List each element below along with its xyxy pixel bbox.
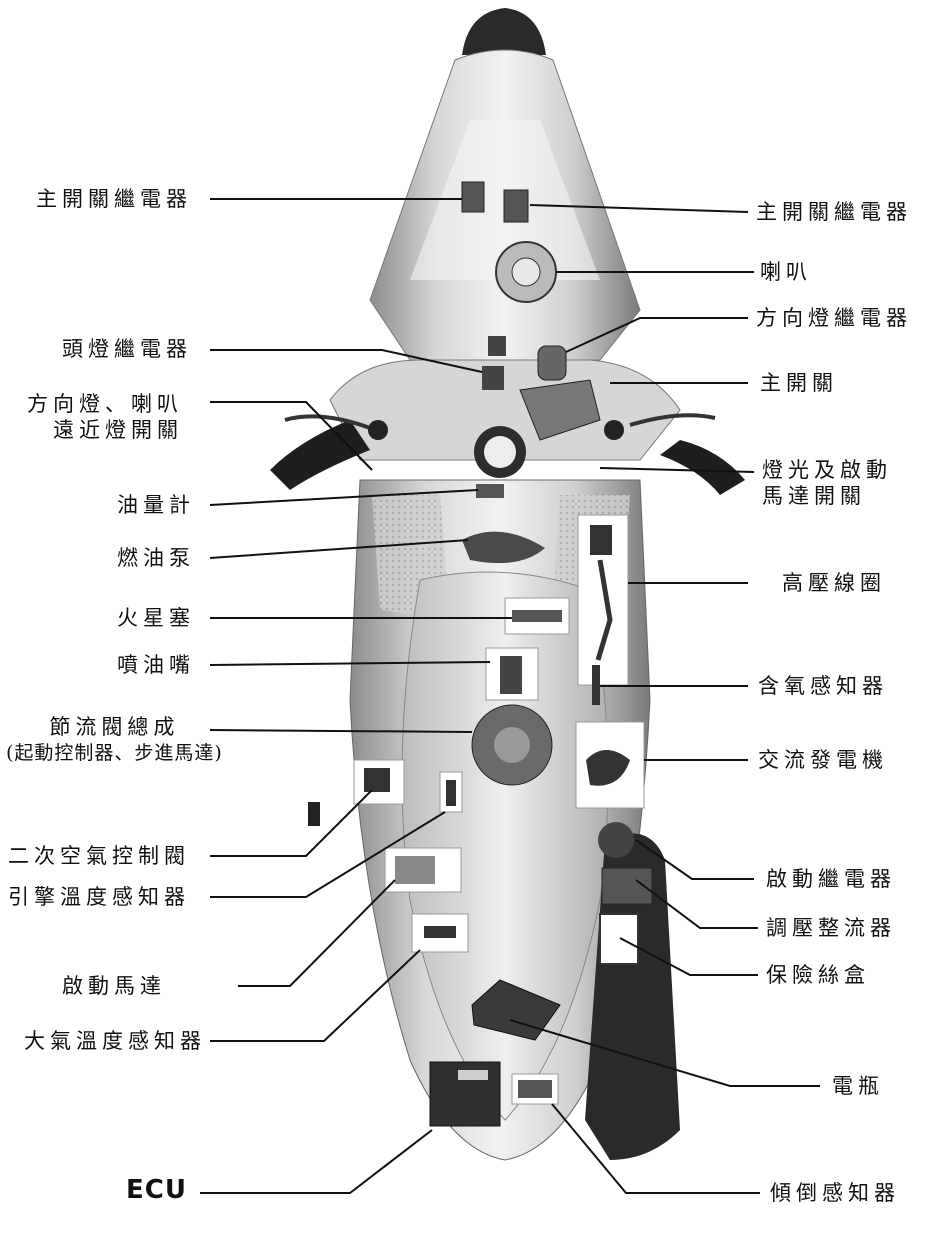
label-fuel-pump: 燃油泵 [117, 546, 195, 570]
label-main-switch: 主開關 [760, 371, 838, 395]
label-throttle-body-line2: (起動控制器、步進馬達) [6, 740, 223, 766]
label-starter-motor: 啟動馬達 [62, 974, 166, 998]
label-tilt-sensor: 傾倒感知器 [770, 1181, 900, 1205]
label-air-temp-sensor: 大氣溫度感知器 [24, 1029, 206, 1053]
label-spark-plug: 火星塞 [117, 606, 195, 630]
label-throttle-body: 節流閥總成 (起動控制器、步進馬達) [6, 714, 223, 766]
label-turn-relay: 方向燈繼電器 [756, 306, 912, 330]
label-light-start-switch-line2: 馬達開關 [762, 483, 892, 509]
label-generator: 交流發電機 [758, 748, 888, 772]
headlight-relay-part [482, 366, 504, 390]
fuel-gauge-part [476, 484, 504, 498]
label-battery: 電瓶 [832, 1074, 884, 1098]
label-throttle-body-line1: 節流閥總成 [6, 714, 223, 740]
label-engine-temp-sensor: 引擎溫度感知器 [8, 885, 190, 909]
label-headlight-relay: 頭燈繼電器 [62, 337, 192, 361]
label-turn-horn-switch-line1: 方向燈、喇叭 [27, 391, 183, 417]
label-light-start-switch: 燈光及啟動 馬達開關 [762, 457, 892, 509]
label-fuse-box: 保險絲盒 [766, 963, 870, 987]
main-relay-right-part [504, 190, 528, 222]
label-air-valve: 二次空氣控制閥 [8, 844, 190, 868]
main-relay-left-part [462, 182, 484, 212]
label-ignition-coil: 高壓線圈 [782, 571, 886, 595]
label-turn-horn-switch: 方向燈、喇叭 遠近燈開關 [27, 391, 183, 443]
label-turn-horn-switch-line2: 遠近燈開關 [27, 417, 183, 443]
label-main-relay-left: 主開關繼電器 [36, 187, 192, 211]
starter-relay-part [598, 822, 634, 858]
label-o2-sensor: 含氧感知器 [758, 674, 888, 698]
label-regulator: 調壓整流器 [766, 916, 896, 940]
label-starter-relay: 啟動繼電器 [766, 867, 896, 891]
turn-relay-part [538, 346, 566, 380]
label-fuel-gauge: 油量計 [117, 493, 195, 517]
o2-sensor-part [592, 665, 600, 705]
label-injector: 噴油嘴 [117, 653, 195, 677]
label-horn: 喇叭 [760, 260, 812, 284]
fuse-box-part [600, 914, 638, 964]
label-main-relay-right: 主開關繼電器 [756, 200, 912, 224]
label-ecu: ECU [126, 1178, 187, 1202]
label-light-start-switch-line1: 燈光及啟動 [762, 457, 892, 483]
